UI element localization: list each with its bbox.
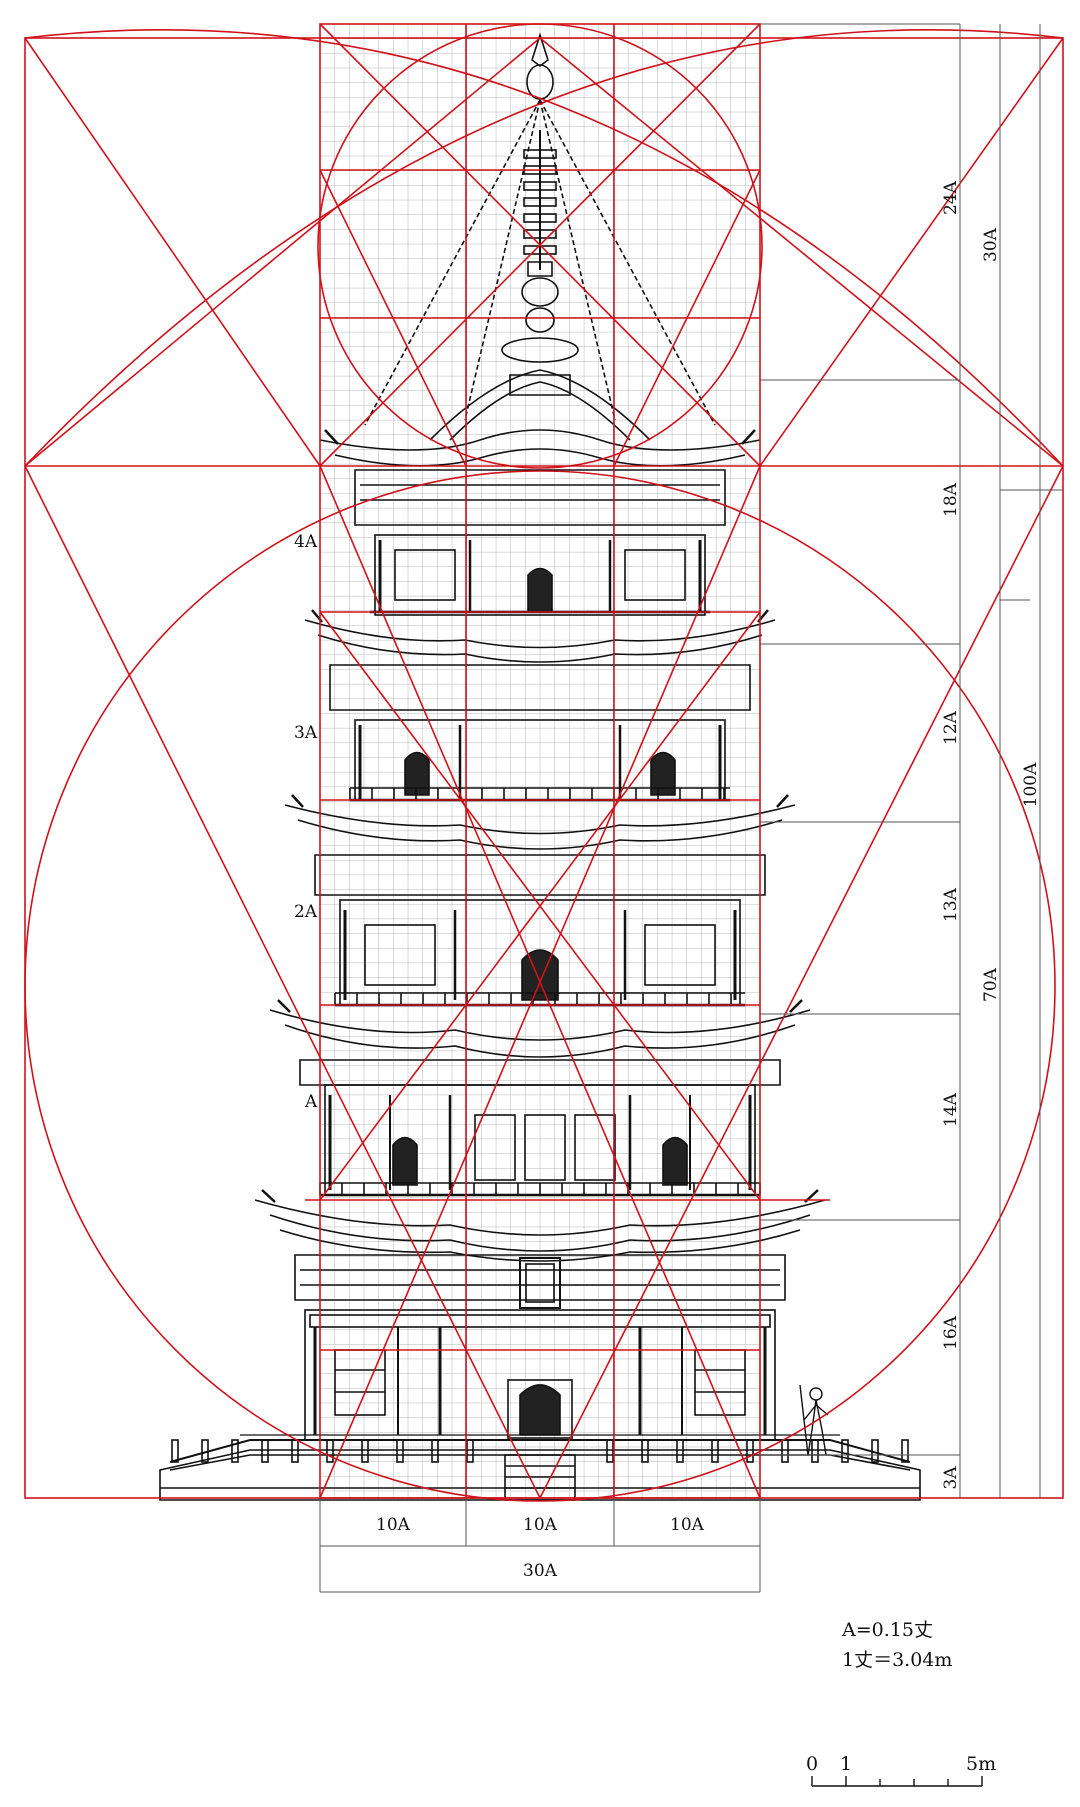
dim-100a: 100A [1021, 762, 1041, 807]
dim-24a: 24A [941, 180, 961, 215]
dim-13a: 13A [941, 887, 961, 922]
roof-tier-4 [304, 609, 776, 711]
dim-bottom-10a-right: 10A [670, 1515, 705, 1535]
lower-circle [24, 470, 1056, 1502]
finial [364, 32, 716, 426]
roof-tier-2 [269, 999, 811, 1086]
dim-16a: 16A [941, 1315, 961, 1350]
level-label-2a: 2A [294, 902, 318, 922]
legend-conversion: 1丈＝3.04m [842, 1649, 952, 1671]
scale-bar [811, 1776, 983, 1787]
level-label-4a: 4A [294, 532, 318, 552]
human-figure [799, 1384, 829, 1456]
scale-label-5m: 5m [966, 1753, 996, 1775]
dim-30a-vertical: 30A [981, 227, 1001, 262]
scale-label-1: 1 [840, 1753, 852, 1775]
proportion-guides [24, 23, 1064, 1502]
upper-circle [317, 23, 763, 469]
dim-bottom-30a: 30A [523, 1561, 558, 1581]
dim-70a: 70A [981, 967, 1001, 1002]
scale-label-0: 0 [806, 1753, 818, 1775]
roof-tier-3 [284, 794, 796, 896]
level-label-a: A [304, 1092, 318, 1112]
roof-tier-1 [254, 1189, 826, 1301]
dimension-lines [319, 23, 1063, 1593]
top-roof [319, 369, 761, 526]
dim-bottom-10a-middle: 10A [523, 1515, 558, 1535]
legend-module: A=0.15丈 [841, 1619, 933, 1641]
dim-bottom-10a-left: 10A [376, 1515, 411, 1535]
dim-12a: 12A [941, 710, 961, 745]
arc-left [24, 29, 1064, 467]
dim-3a: 3A [941, 1466, 961, 1490]
dim-14a: 14A [941, 1092, 961, 1127]
dim-18a: 18A [941, 482, 961, 517]
level-label-3a: 3A [294, 723, 318, 743]
arc-right [24, 29, 1064, 467]
